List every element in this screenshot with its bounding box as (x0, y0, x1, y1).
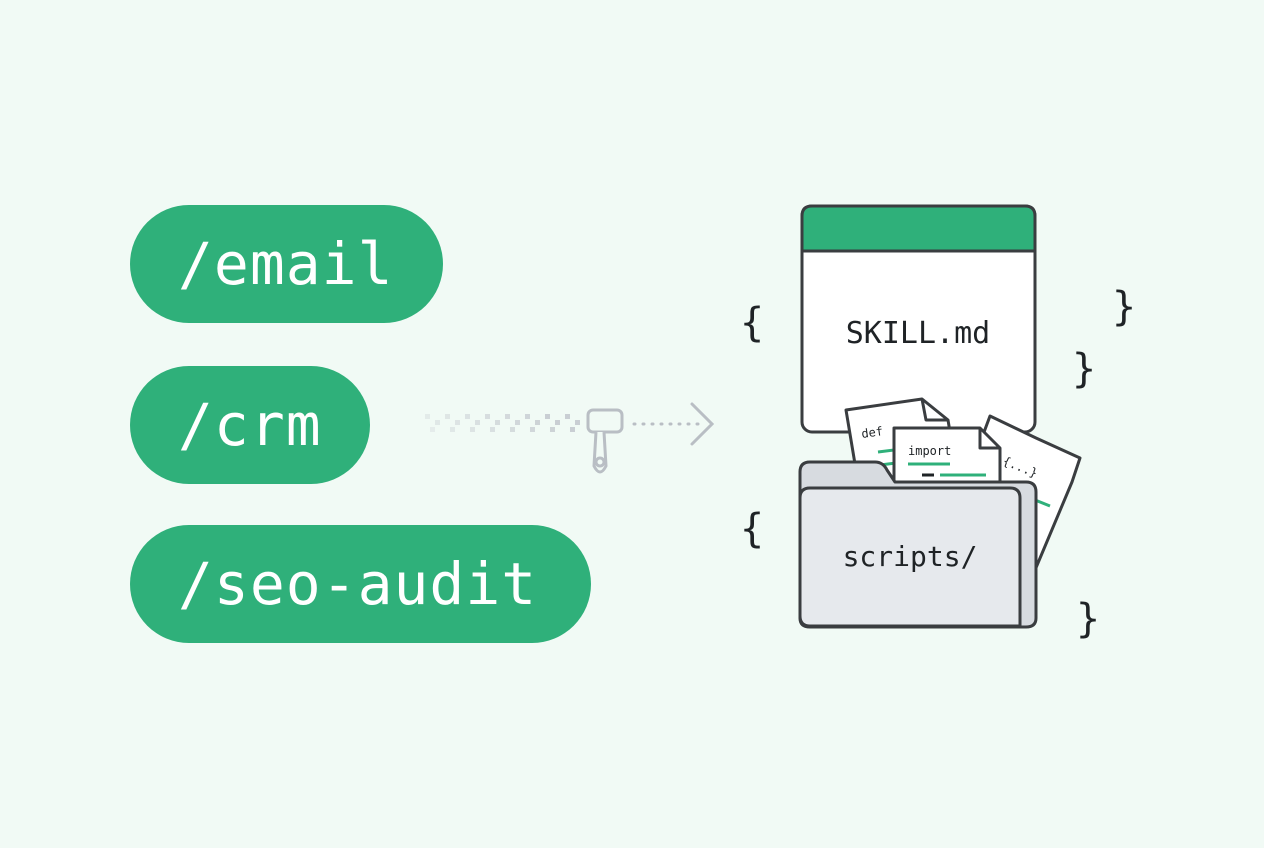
scripts-folder: scripts/ (798, 460, 1038, 629)
command-pill-seo-audit: /seo-audit (130, 525, 591, 643)
command-pill-email: /email (130, 205, 443, 323)
command-label: /crm (178, 391, 322, 459)
close-brace: } (1112, 284, 1136, 330)
skill-file-name: SKILL.md (846, 316, 991, 351)
code-page-center: import (892, 426, 1002, 492)
decorative-braces: { } } { } (740, 284, 1136, 642)
scripts-folder-name: scripts/ (843, 540, 978, 573)
arrow-right-icon (632, 402, 715, 446)
command-pill-crm: /crm (130, 366, 370, 484)
open-brace: { (740, 506, 764, 552)
zipper-icon (425, 408, 624, 474)
code-keyword-import: import (908, 444, 951, 458)
command-label: /email (178, 230, 394, 298)
open-brace: { (740, 300, 764, 346)
command-label: /seo-audit (178, 550, 538, 618)
zipper-pull (586, 408, 624, 474)
close-brace: } (1076, 596, 1100, 642)
code-keyword-def: def (860, 424, 883, 441)
zipper-teeth (425, 414, 580, 432)
close-brace: } (1072, 346, 1096, 392)
